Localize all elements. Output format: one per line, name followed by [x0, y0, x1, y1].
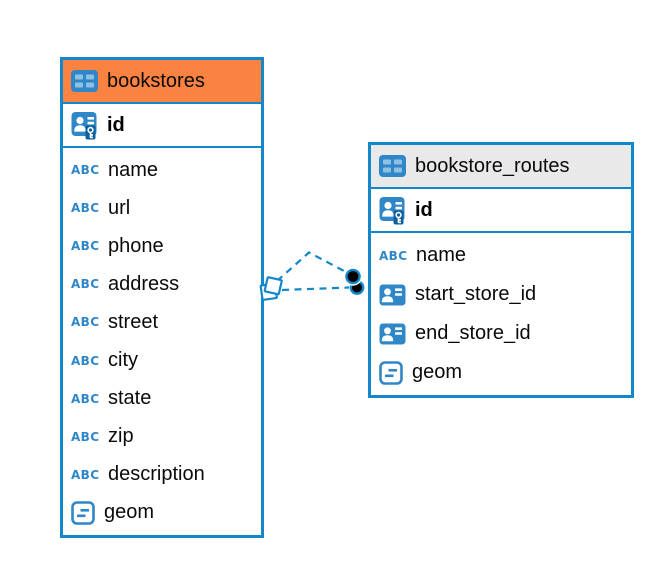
column-name: zip [108, 425, 134, 448]
relationship-target-marker-circles[interactable] [343, 267, 365, 295]
text-type-icon: ABC [71, 353, 100, 368]
relationship-end-store-id[interactable] [281, 286, 350, 292]
column-list: ABC name start_store_id end_store_id [371, 233, 631, 395]
column-name: name [108, 158, 159, 181]
column-name: start_store_id [415, 283, 537, 305]
relationship-start-store-id[interactable] [276, 251, 348, 282]
column-name: address [108, 272, 180, 295]
text-type-icon: ABC [71, 315, 100, 330]
column-row-name[interactable]: ABC name [63, 151, 261, 189]
table-icon [379, 155, 406, 177]
column-row-name[interactable]: ABC name [371, 236, 631, 275]
text-type-icon: ABC [71, 277, 100, 292]
text-type-icon: ABC [71, 239, 100, 254]
column-name: phone [108, 234, 164, 257]
column-name: city [108, 349, 138, 372]
foreign-key-icon [379, 284, 406, 305]
table-title: bookstore_routes [415, 154, 570, 177]
text-type-icon: ABC [71, 163, 100, 178]
column-name: street [108, 310, 159, 333]
geometry-type-icon [71, 501, 95, 525]
column-row-address[interactable]: ABC address [63, 265, 261, 303]
column-row-start-store-id[interactable]: start_store_id [371, 275, 631, 314]
primary-key-icon [379, 196, 405, 224]
column-row-city[interactable]: ABC city [63, 341, 261, 379]
table-icon [71, 70, 98, 92]
column-row-description[interactable]: ABC description [63, 456, 261, 494]
text-type-icon: ABC [71, 391, 100, 406]
table-header-bookstore-routes[interactable]: bookstore_routes [371, 145, 631, 189]
text-type-icon: ABC [71, 201, 100, 216]
column-name: description [108, 463, 205, 486]
column-name: url [108, 196, 131, 219]
column-row-id[interactable]: id [371, 189, 631, 233]
text-type-icon: ABC [379, 248, 408, 263]
geometry-type-icon [379, 360, 403, 385]
column-row-id[interactable]: id [63, 104, 261, 148]
column-list: ABC name ABC url ABC phone ABC address A… [63, 148, 261, 535]
table-entity-bookstores[interactable]: bookstores id ABC name ABC url ABC phone [60, 57, 264, 538]
table-title: bookstores [107, 69, 205, 92]
column-row-state[interactable]: ABC state [63, 380, 261, 418]
text-type-icon: ABC [71, 467, 100, 482]
column-name: geom [412, 361, 463, 383]
column-row-end-store-id[interactable]: end_store_id [371, 314, 631, 353]
column-row-url[interactable]: ABC url [63, 189, 261, 227]
column-row-street[interactable]: ABC street [63, 303, 261, 341]
column-row-phone[interactable]: ABC phone [63, 227, 261, 265]
primary-key-icon [71, 111, 97, 139]
column-name: end_store_id [415, 322, 531, 344]
column-row-geom[interactable]: geom [371, 353, 631, 392]
table-header-bookstores[interactable]: bookstores [63, 60, 261, 104]
table-entity-bookstore-routes[interactable]: bookstore_routes id ABC name [368, 142, 634, 398]
column-row-geom[interactable]: geom [63, 494, 261, 532]
text-type-icon: ABC [71, 429, 100, 444]
column-name: geom [104, 501, 155, 524]
column-name: id [107, 113, 125, 136]
column-name: id [415, 198, 433, 221]
column-name: state [108, 387, 152, 410]
foreign-key-icon [379, 323, 406, 344]
column-row-zip[interactable]: ABC zip [63, 418, 261, 456]
column-name: name [416, 244, 467, 266]
